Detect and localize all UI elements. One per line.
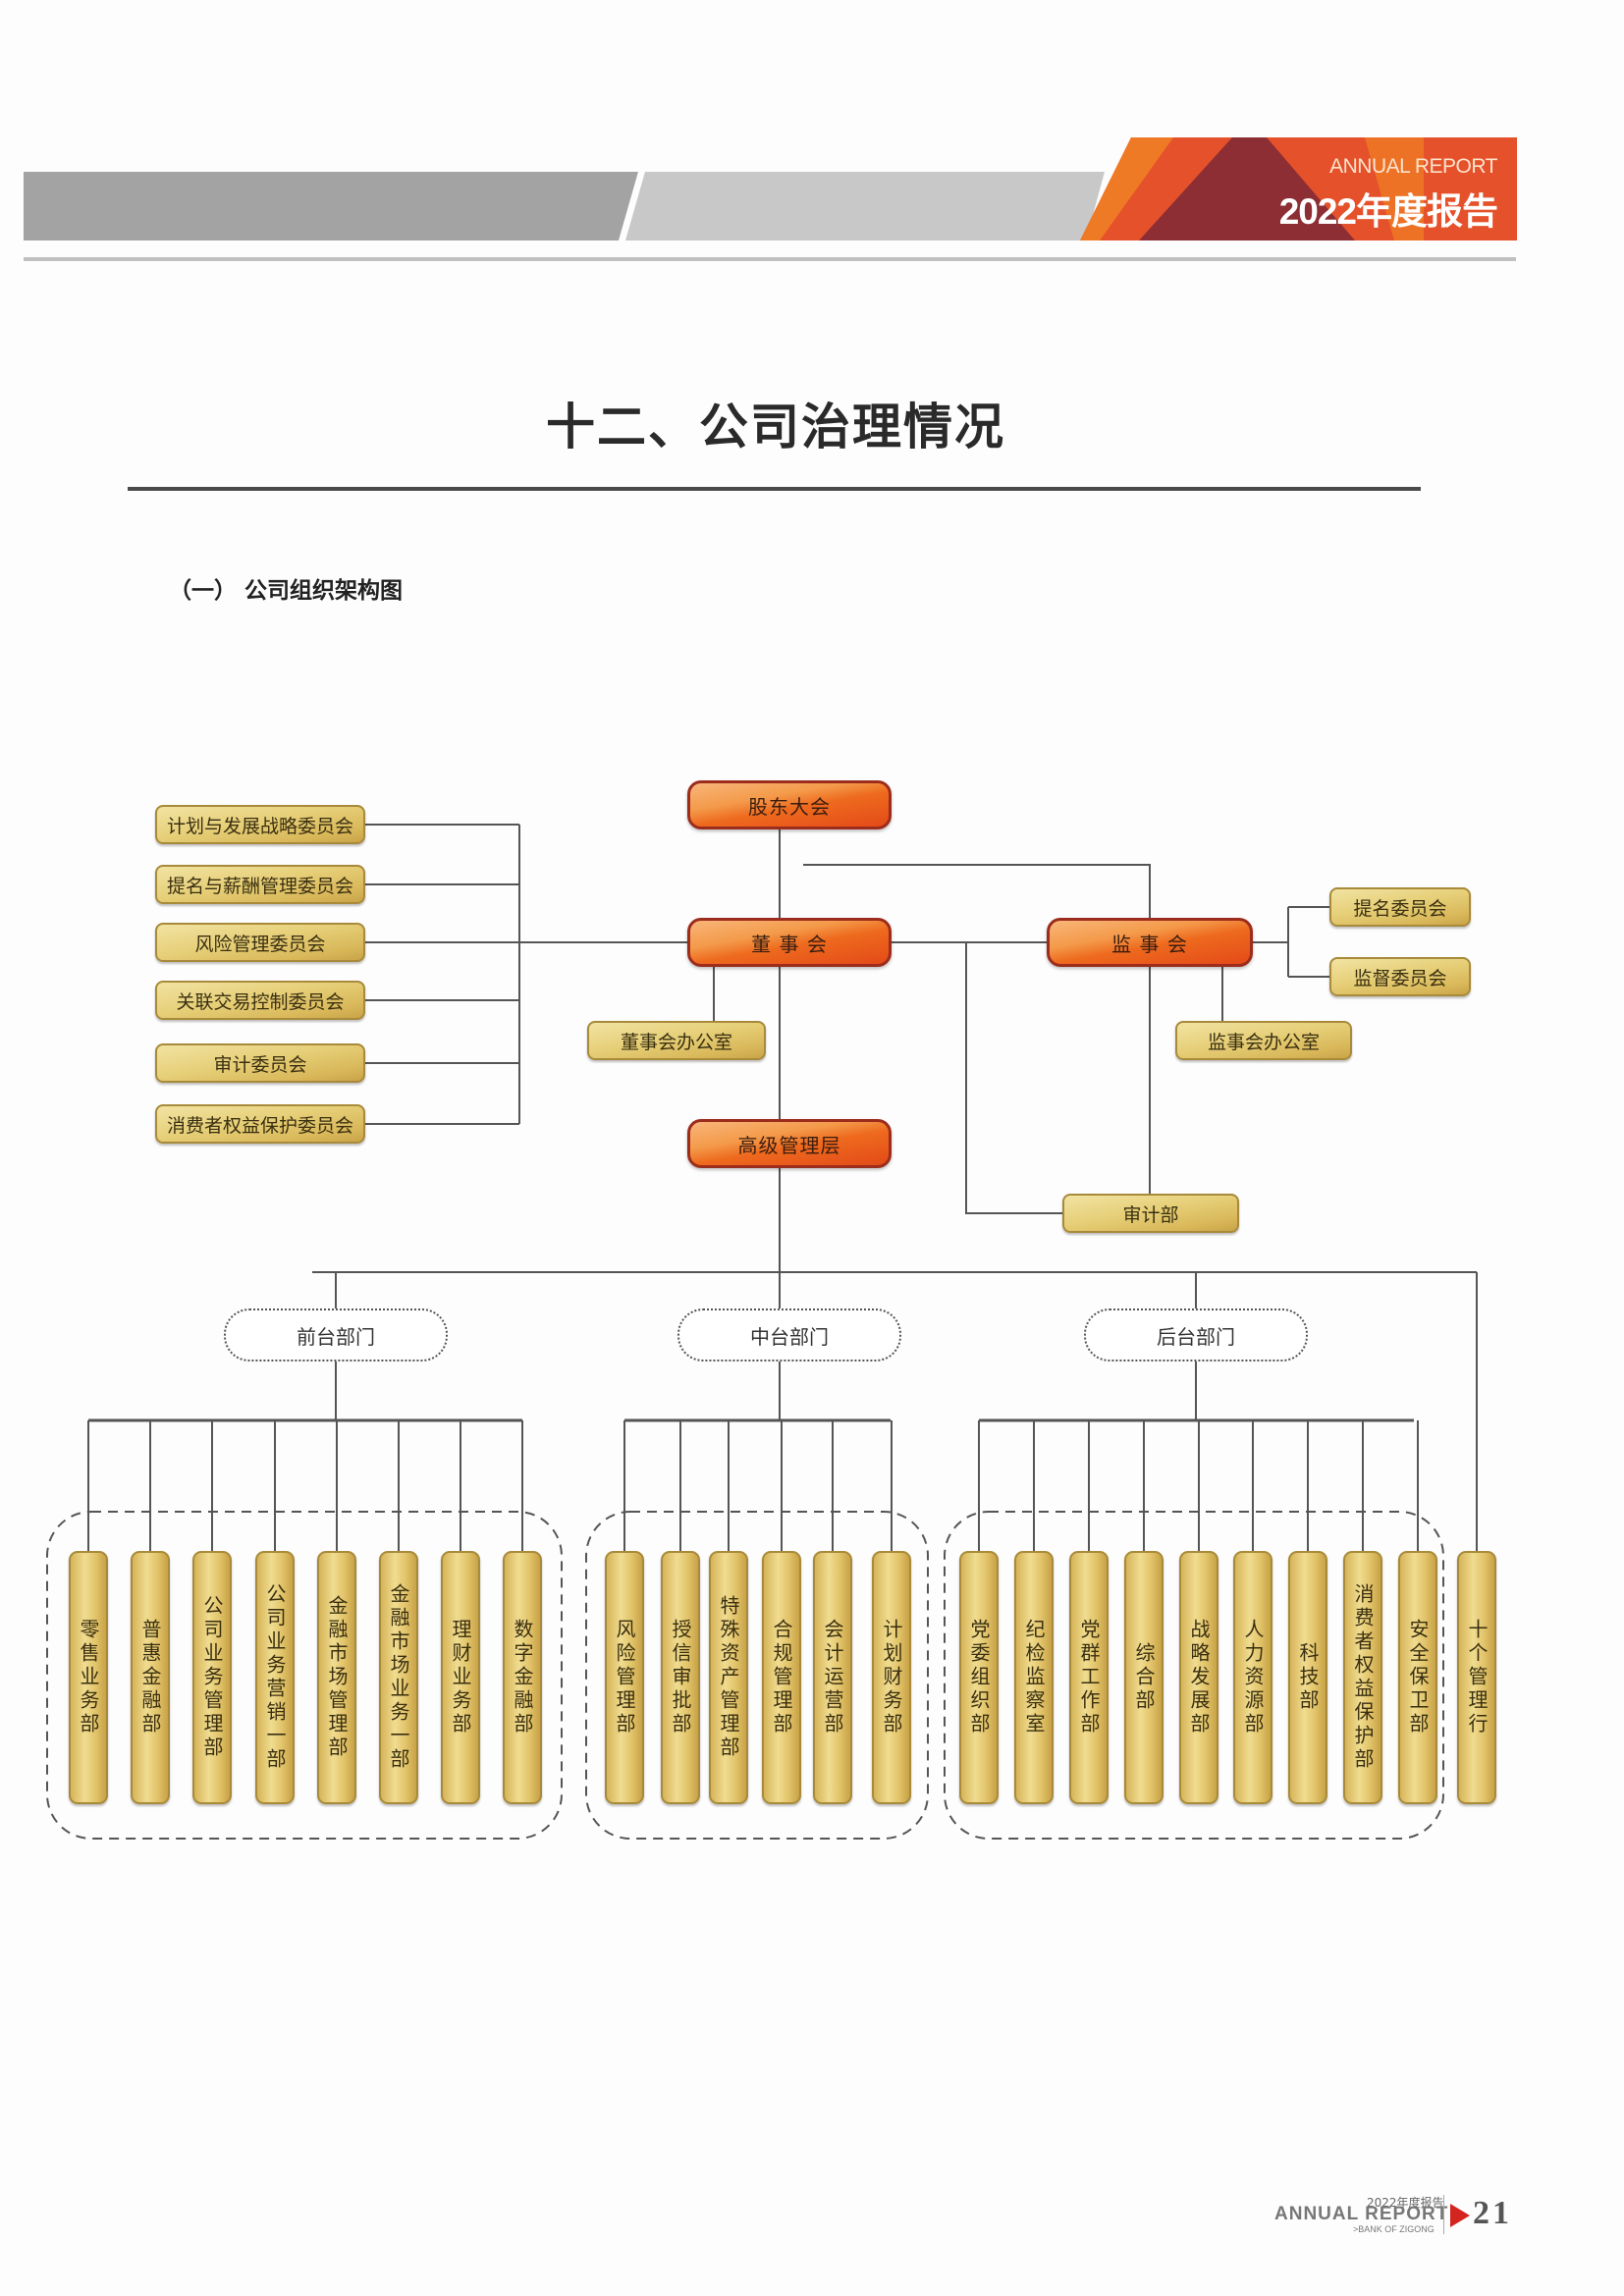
department-box: 计划财务部 <box>872 1551 911 1804</box>
department-box: 纪检监察室 <box>1014 1551 1054 1804</box>
middle-group-outline <box>585 1511 929 1840</box>
department-box: 授信审批部 <box>661 1551 700 1804</box>
department-label: 消费者权益保护部 <box>1351 1583 1375 1772</box>
department-label: 数字金融部 <box>511 1619 534 1736</box>
department-label: 合规管理部 <box>770 1619 793 1736</box>
department-box: 战略发展部 <box>1179 1551 1218 1804</box>
shareholders-supervisors-connector <box>803 864 1151 918</box>
department-label: 会计运营部 <box>821 1619 844 1736</box>
board-of-directors-box: 董 事 会 <box>687 918 892 967</box>
section-heading: （一） 公司组织架构图 <box>169 578 404 604</box>
footer-bank-name: >BANK OF ZIGONG <box>1353 2224 1435 2234</box>
header-banner <box>24 137 1517 261</box>
supervisor-committee-connectors <box>1253 906 1329 978</box>
department-bus <box>312 1271 1478 1551</box>
department-label: 党群工作部 <box>1077 1619 1101 1736</box>
department-box: 数字金融部 <box>503 1551 542 1804</box>
department-box: 风险管理部 <box>605 1551 644 1804</box>
department-label: 风险管理部 <box>613 1619 636 1736</box>
header-annual-report-en: ANNUAL REPORT <box>1329 155 1497 178</box>
board-of-supervisors-box: 监 事 会 <box>1047 918 1253 967</box>
department-label: 战略发展部 <box>1187 1619 1211 1736</box>
supervisor-committee-box: 提名委员会 <box>1329 887 1471 927</box>
back-office-group-label: 后台部门 <box>1084 1308 1308 1362</box>
department-label: 零售业务部 <box>77 1619 100 1736</box>
supervisors-office-box: 监事会办公室 <box>1175 1021 1352 1060</box>
branches-box: 十个管理行 <box>1457 1551 1496 1804</box>
group-connectors <box>335 1362 1197 1420</box>
committee-connectors <box>365 824 687 1125</box>
footer-separator <box>1443 2195 1444 2234</box>
department-box: 综合部 <box>1124 1551 1164 1804</box>
department-box: 特殊资产管理部 <box>709 1551 748 1804</box>
title-divider <box>128 487 1421 491</box>
department-label: 理财业务部 <box>449 1619 472 1736</box>
footer-report-cn: 2022年度报告 <box>1367 2196 1444 2210</box>
senior-management-box: 高级管理层 <box>687 1119 892 1168</box>
department-box: 会计运营部 <box>813 1551 852 1804</box>
branches-label: 十个管理行 <box>1465 1619 1489 1736</box>
committee-box: 计划与发展战略委员会 <box>155 805 365 844</box>
front-office-group-label: 前台部门 <box>224 1308 448 1362</box>
department-box: 人力资源部 <box>1233 1551 1272 1804</box>
department-label: 综合部 <box>1132 1642 1156 1713</box>
board-office-box: 董事会办公室 <box>587 1021 766 1060</box>
back-group-outline <box>944 1511 1444 1840</box>
department-label: 授信审批部 <box>669 1619 692 1736</box>
department-label: 金融市场业务一部 <box>387 1583 410 1772</box>
audit-connectors <box>965 942 1151 1214</box>
committee-box: 提名与薪酬管理委员会 <box>155 865 365 904</box>
committee-box: 审计委员会 <box>155 1043 365 1083</box>
department-box: 消费者权益保护部 <box>1343 1551 1382 1804</box>
department-box: 合规管理部 <box>762 1551 801 1804</box>
page-number: 21 <box>1473 2195 1512 2231</box>
department-box: 零售业务部 <box>69 1551 108 1804</box>
department-label: 人力资源部 <box>1241 1619 1265 1736</box>
department-label: 公司业务营销一部 <box>263 1583 287 1772</box>
header-band-light <box>625 172 1105 240</box>
committee-box: 消费者权益保护委员会 <box>155 1104 365 1144</box>
shareholders-meeting-box: 股东大会 <box>687 780 892 829</box>
department-box: 金融市场业务一部 <box>379 1551 418 1804</box>
department-label: 特殊资产管理部 <box>717 1595 740 1760</box>
department-box: 党群工作部 <box>1069 1551 1109 1804</box>
department-box: 理财业务部 <box>441 1551 480 1804</box>
header-logo-block <box>1080 137 1517 240</box>
department-box: 普惠金融部 <box>131 1551 170 1804</box>
department-label: 科技部 <box>1296 1642 1320 1713</box>
department-box: 安全保卫部 <box>1398 1551 1437 1804</box>
department-label: 计划财务部 <box>880 1619 903 1736</box>
footer-triangle-icon <box>1450 2204 1470 2227</box>
department-label: 公司业务管理部 <box>200 1595 224 1760</box>
footer-report-en: ANNUAL REPORT <box>1274 2204 1449 2224</box>
header-annual-report-cn: 2022年度报告 <box>1278 191 1498 232</box>
middle-office-group-label: 中台部门 <box>677 1308 901 1362</box>
department-label: 纪检监察室 <box>1022 1619 1046 1736</box>
supervisor-committee-box: 监督委员会 <box>1329 957 1471 996</box>
audit-department-box: 审计部 <box>1062 1194 1239 1233</box>
committee-box: 关联交易控制委员会 <box>155 981 365 1020</box>
department-box: 科技部 <box>1288 1551 1327 1804</box>
department-box: 金融市场管理部 <box>317 1551 356 1804</box>
department-drops <box>87 1420 1419 1551</box>
page-title: 十二、公司治理情况 <box>546 399 1005 455</box>
department-box: 公司业务营销一部 <box>255 1551 295 1804</box>
header-band-dark <box>24 172 638 240</box>
committee-box: 风险管理委员会 <box>155 923 365 962</box>
header-rule <box>24 257 1516 261</box>
department-box: 公司业务管理部 <box>192 1551 232 1804</box>
department-label: 金融市场管理部 <box>325 1595 349 1760</box>
front-group-outline <box>46 1511 563 1840</box>
department-box: 党委组织部 <box>959 1551 999 1804</box>
department-label: 安全保卫部 <box>1406 1619 1430 1736</box>
department-label: 党委组织部 <box>967 1619 991 1736</box>
department-label: 普惠金融部 <box>138 1619 162 1736</box>
